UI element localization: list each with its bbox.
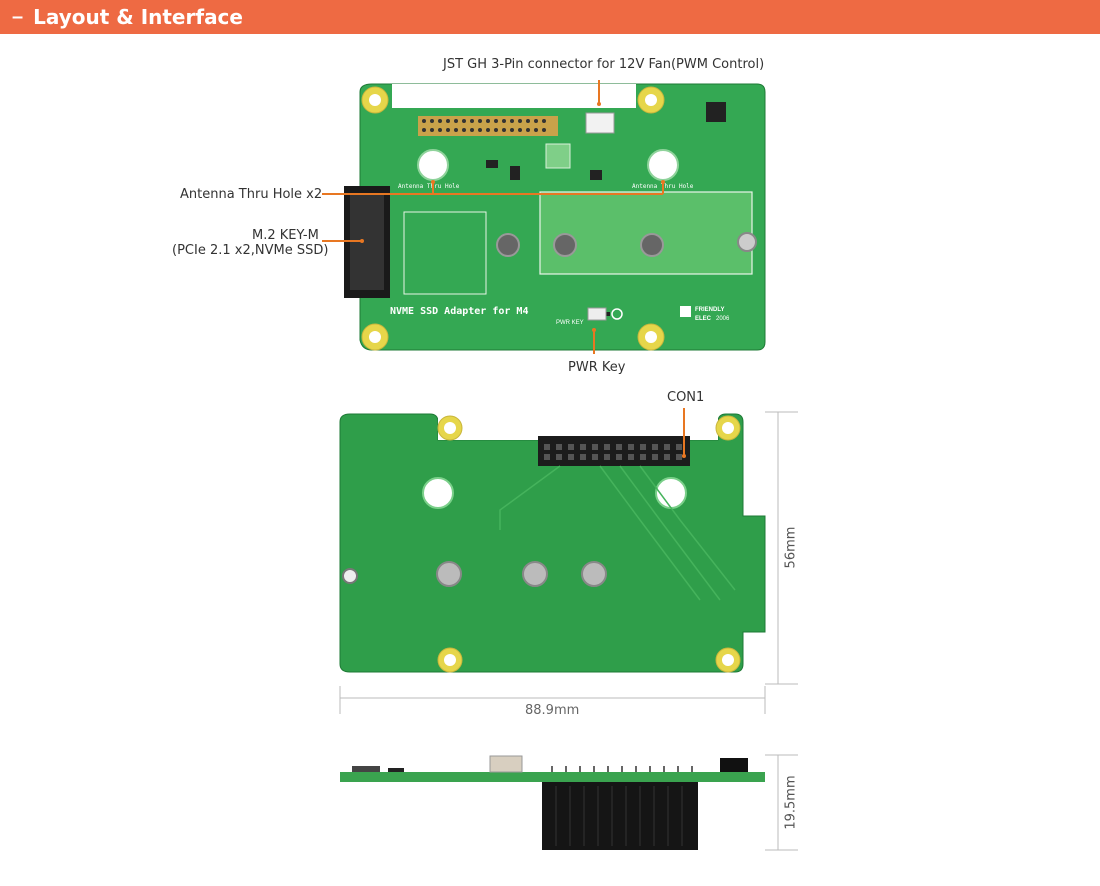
pwr-key-button: [587, 307, 607, 321]
friendlyelec-logo-icon: [680, 306, 691, 317]
thickness-dimension-label: 19.5mm: [783, 775, 799, 830]
m2-label-line2: (PCIe 2.1 x2,NVMe SSD): [172, 243, 329, 258]
power-icon: [611, 308, 623, 320]
con1-label: CON1: [667, 390, 705, 405]
fan-connector-label: JST GH 3-Pin connector for 12V Fan(PWM C…: [443, 57, 765, 72]
brand-silkscreen-1: FRIENDLY: [695, 307, 724, 313]
side-view-board: [340, 755, 765, 850]
width-dimension-label: 88.9mm: [525, 703, 580, 718]
section-title: Layout & Interface: [33, 5, 243, 29]
collapse-dash-icon[interactable]: –: [12, 5, 24, 28]
top-view-board: NVME SSD Adapter for M4 Antenna Thru Hol…: [344, 83, 766, 351]
bottom-view-board: [339, 413, 766, 673]
height-dimension-label: 56mm: [783, 526, 799, 569]
board-name-silkscreen: NVME SSD Adapter for M4: [390, 306, 528, 317]
year-silkscreen: 2006: [716, 316, 730, 322]
antenna-label: Antenna Thru Hole x2: [180, 187, 323, 202]
dimension-lines: [339, 411, 798, 714]
m2-label-line1: M.2 KEY-M: [252, 228, 319, 243]
antenna-left-silkscreen: Antenna Thru Hole: [398, 183, 460, 190]
section-header: – Layout & Interface: [0, 0, 1100, 34]
brand-silkscreen-2: ELEC: [695, 316, 712, 322]
pwr-key-silkscreen: PWR KEY: [556, 320, 584, 326]
pwr-key-label: PWR Key: [568, 360, 626, 375]
